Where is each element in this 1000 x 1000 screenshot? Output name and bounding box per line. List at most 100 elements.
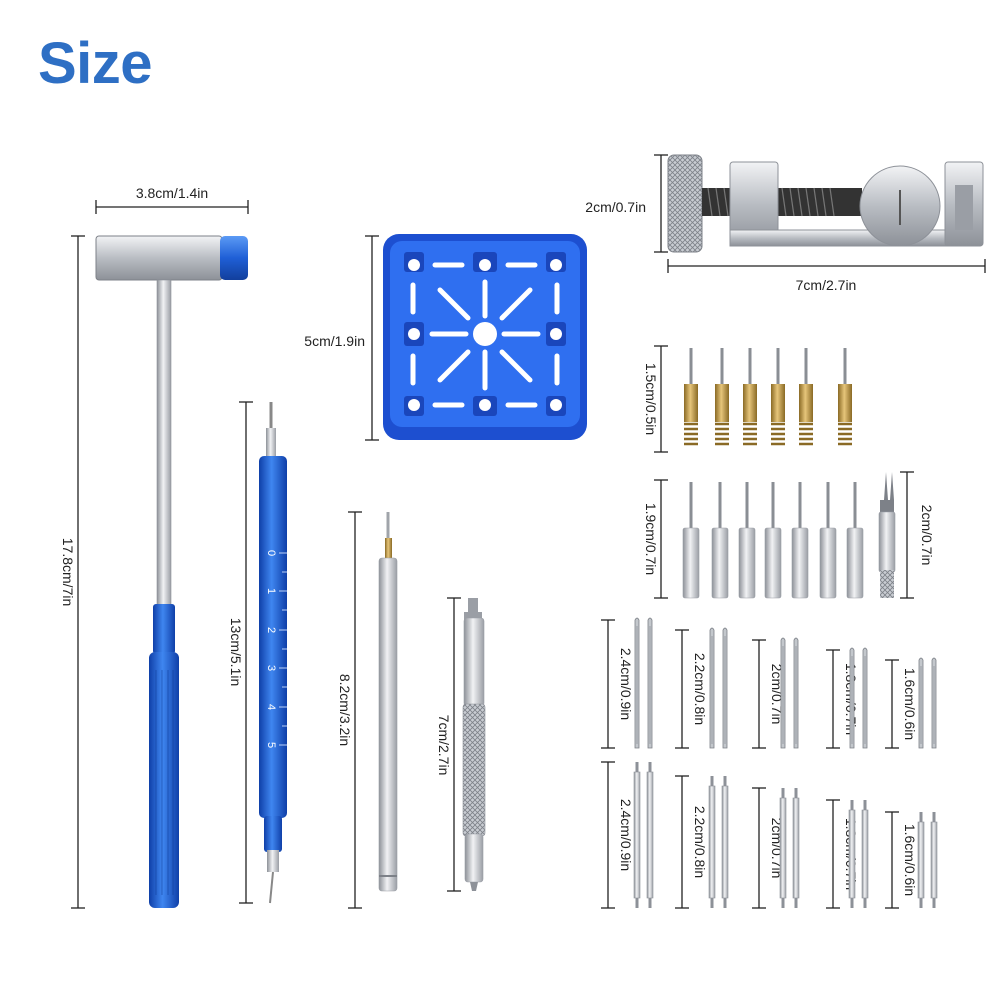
springbar-tool-length-label: 7cm/2.7in <box>436 715 452 776</box>
remover-frame-base <box>729 229 981 247</box>
remover-height-label: 2cm/0.7in <box>585 199 646 215</box>
split-pin-label: 2.2cm/0.8in <box>692 653 708 725</box>
pusher-top-collar <box>266 428 276 458</box>
springbar-tool-tip <box>470 882 478 891</box>
springbar-tool-fork <box>464 598 482 620</box>
split-pin <box>722 627 728 749</box>
spring-bar-set: 1.8cm/0.7in <box>826 799 869 909</box>
hammer-width-label: 3.8cm/1.4in <box>136 185 208 201</box>
fork-pin <box>878 472 896 598</box>
punch-brass-collar <box>385 538 392 560</box>
split-pin <box>634 617 640 749</box>
spring-bar <box>633 762 641 908</box>
spring-bars-group: 2.4cm/0.9in 2.2cm/0.8in 2cm/0.7in 1.8cm/0.7… <box>601 761 938 909</box>
spring-bar-label: 2.4cm/0.9in <box>618 799 634 871</box>
spring-bar-set: 2.2cm/0.8in <box>675 775 729 909</box>
split-pin <box>793 637 799 749</box>
spring-bar <box>708 776 716 908</box>
split-pin <box>709 627 715 749</box>
scale-mark: 3 <box>265 665 277 671</box>
split-pin <box>862 647 868 749</box>
pin-pusher: 13cm/5.1in 0 1 2 3 4 5 <box>228 401 287 904</box>
pusher-length-label: 13cm/5.1in <box>228 618 244 686</box>
spring-bar <box>848 800 856 908</box>
split-pin <box>647 617 653 749</box>
pusher-bottom-chuck <box>267 850 279 872</box>
split-pin-label: 1.6cm/0.6in <box>902 668 918 740</box>
brass-pin <box>715 348 729 446</box>
brass-pin <box>743 348 757 446</box>
spring-bar <box>861 800 869 908</box>
split-pin <box>780 637 786 749</box>
pusher-bottom-tip <box>269 871 274 904</box>
handle-grip-lines <box>155 670 174 895</box>
fork-pin-label: 2cm/0.7in <box>919 505 935 566</box>
split-pin <box>918 657 924 749</box>
split-pin-set: 2.4cm/0.9in <box>601 617 653 749</box>
hammer-collar <box>153 604 175 654</box>
springbar-tool-upper <box>463 617 485 707</box>
split-pins-group: 2.4cm/0.9in 2.2cm/0.8in 2cm/0.7in 1.8cm/0.7… <box>601 617 937 749</box>
steel-pins <box>682 482 864 599</box>
spring-bar <box>930 812 938 908</box>
brass-pin <box>771 348 785 446</box>
spring-bar <box>721 776 729 908</box>
springbar-tool-lower <box>464 833 484 883</box>
scale-mark: 5 <box>265 742 277 748</box>
screw-threads <box>707 187 835 217</box>
hammer-shaft <box>156 279 172 609</box>
split-pin <box>931 657 937 749</box>
steel-pin <box>711 482 729 599</box>
pusher-scale-numbers: 0 1 2 3 4 5 <box>265 550 277 748</box>
hammer-head <box>95 235 223 281</box>
split-pin-label: 2.4cm/0.9in <box>618 648 634 720</box>
remover-knob <box>667 154 703 253</box>
steel-pin <box>791 482 809 599</box>
springbar-tool-grip <box>462 703 486 837</box>
watch-holder-block: 5cm/1.9in <box>304 234 587 441</box>
steel-pin <box>819 482 837 599</box>
holder-holes <box>408 259 562 411</box>
spring-bar-set: 2cm/0.7in <box>752 787 800 909</box>
hammer: 3.8cm/1.4in 17.8cm/7in <box>60 185 249 909</box>
split-pin-set: 1.6cm/0.6in <box>885 657 937 749</box>
spring-bar-tool: 7cm/2.7in <box>436 597 486 892</box>
spring-bar-label: 2.2cm/0.8in <box>692 806 708 878</box>
split-pin-set: 2.2cm/0.8in <box>675 627 728 749</box>
steel-pin <box>846 482 864 599</box>
spring-bar <box>792 788 800 908</box>
steel-pins-group: 1.9cm/0.7in 2cm/0.7in <box>643 471 935 599</box>
scale-mark: 2 <box>265 627 277 633</box>
remover-width-label: 7cm/2.7in <box>796 277 857 293</box>
pusher-body <box>259 456 287 818</box>
remover-slot <box>955 185 973 230</box>
hammer-handle <box>149 652 179 908</box>
punch-body <box>378 557 398 892</box>
brass-pin <box>838 348 852 446</box>
scale-mark: 0 <box>265 550 277 556</box>
link-remover-tool: 2cm/0.7in 7cm/2.7in <box>585 154 986 293</box>
scale-mark: 1 <box>265 588 277 594</box>
punch-length-label: 8.2cm/3.2in <box>337 674 353 746</box>
brass-pins-group: 1.5cm/0.5in <box>643 345 852 453</box>
split-pin <box>849 647 855 749</box>
spring-bar-set: 2.4cm/0.9in <box>601 761 654 909</box>
steel-pin <box>764 482 782 599</box>
brass-pins <box>684 348 852 446</box>
spring-bar-set: 1.6cm/0.6in <box>885 811 938 909</box>
steel-pin <box>682 482 700 599</box>
scale-mark: 4 <box>265 704 277 710</box>
pusher-scale-ticks <box>279 552 287 746</box>
split-pin-set: 2cm/0.7in <box>752 637 799 749</box>
spring-bar <box>917 812 925 908</box>
page-title: Size <box>38 31 153 96</box>
brass-pins-label: 1.5cm/0.5in <box>643 363 659 435</box>
split-pin-set: 1.8cm/0.7in <box>826 647 868 749</box>
brass-pin <box>684 348 698 446</box>
steel-pins-label: 1.9cm/0.7in <box>643 503 659 575</box>
pusher-bottom-collar <box>264 816 282 852</box>
steel-pin <box>738 482 756 599</box>
spring-bar <box>779 788 787 908</box>
holder-slots <box>410 262 560 408</box>
